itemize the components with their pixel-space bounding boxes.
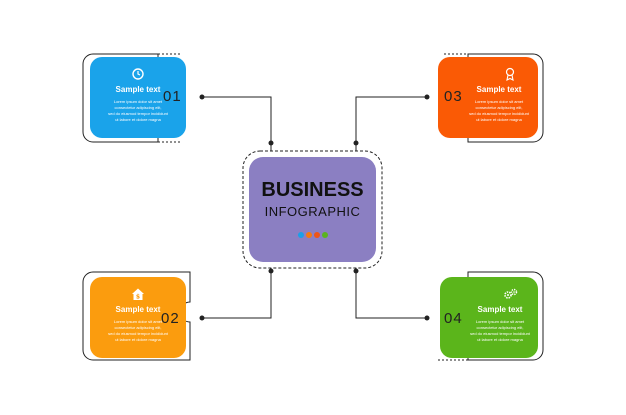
svg-text:$: $	[136, 294, 140, 301]
step-title: Sample text	[115, 305, 161, 314]
trophy-icon	[460, 67, 560, 81]
connector-01	[202, 96, 272, 151]
center-subtitle: INFOGRAPHIC	[264, 204, 361, 219]
connector-02	[202, 268, 272, 319]
color-dots	[249, 225, 376, 243]
dot-red-orange	[313, 232, 320, 238]
step-number-03: 03	[444, 88, 463, 105]
step-body: Lorem ipsum dolor sit amet consectetur a…	[108, 99, 168, 122]
step-title: Sample text	[476, 85, 522, 94]
step-number-02: 02	[161, 310, 180, 327]
step-title: Sample text	[115, 85, 161, 94]
step-body: Lorem ipsum dolor sit amet consectetur a…	[108, 319, 168, 342]
step-title: Sample text	[477, 305, 523, 314]
dot-blue	[297, 232, 304, 238]
step-number-04: 04	[444, 310, 463, 327]
step-card-03: Sample text Lorem ipsum dolor sit amet c…	[438, 57, 538, 138]
center-title: BUSINESS	[261, 179, 364, 201]
dot-green	[321, 232, 328, 238]
step-number-01: 01	[163, 88, 182, 105]
step-body: Lorem ipsum dolor sit amet consectetur a…	[469, 99, 529, 122]
center-title-block: BUSINESS INFOGRAPHIC	[249, 157, 376, 262]
clock-icon	[90, 67, 186, 81]
connector-04	[355, 268, 427, 319]
dot-orange	[305, 232, 312, 238]
house-dollar-icon: $	[90, 287, 186, 301]
step-card-04: Sample text Lorem ipsum dolor sit amet c…	[440, 277, 538, 358]
connector-03	[355, 96, 427, 151]
step-card-01: Sample text Lorem ipsum dolor sit amet c…	[90, 57, 186, 138]
step-body: Lorem ipsum dolor sit amet consectetur a…	[470, 319, 530, 342]
gears-icon	[462, 287, 560, 301]
step-card-02: $ Sample text Lorem ipsum dolor sit amet…	[90, 277, 186, 358]
